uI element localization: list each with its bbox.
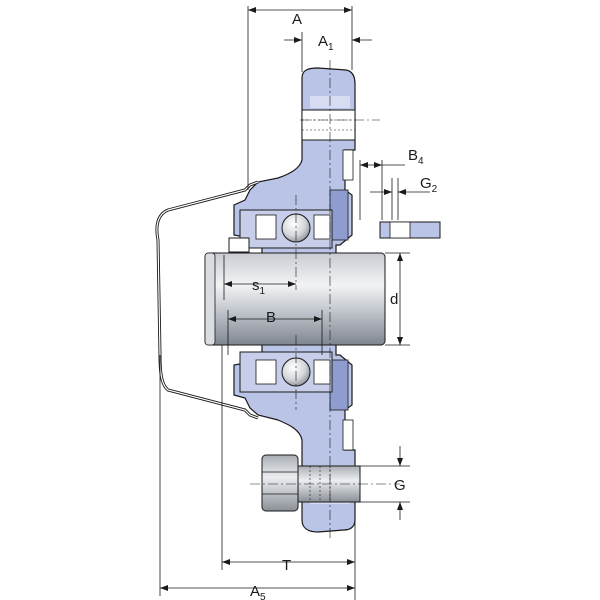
center-lines [250, 60, 400, 540]
grease-nipple [389, 221, 411, 239]
top-bolt-hole [301, 109, 356, 141]
dim-label-A: A [292, 11, 302, 28]
bearing [228, 209, 333, 393]
seat-bottom [329, 359, 349, 411]
dim-label-d: d [390, 291, 398, 308]
grub-screw [228, 237, 250, 253]
arrowheads [160, 7, 406, 591]
seal-bottom-left [255, 359, 277, 385]
shaft [204, 252, 386, 346]
dim-label-B: B [266, 309, 276, 326]
dim-label-G2: G2 [420, 175, 438, 195]
dim-label-T: T [282, 557, 291, 574]
seat-top [329, 189, 349, 241]
notch-bottom [342, 419, 354, 451]
seal-bottom-right [313, 359, 331, 385]
seal-top-left [255, 214, 277, 240]
dim-label-B4: B4 [408, 147, 424, 167]
end-cover [155, 180, 259, 420]
dim-label-s1: s1 [252, 277, 266, 297]
bolt-head [261, 454, 299, 512]
notch-top [342, 149, 354, 181]
dim-label-A1: A1 [318, 33, 334, 53]
dim-label-G: G [394, 477, 406, 494]
dimension-labels: A A1 B4 G2 s1 B d G T A5 [250, 11, 438, 600]
grease-fitting-detail [379, 221, 441, 239]
seal-top-right [313, 214, 331, 240]
dim-label-A5: A5 [250, 583, 266, 600]
shaft-end-face [204, 252, 216, 346]
